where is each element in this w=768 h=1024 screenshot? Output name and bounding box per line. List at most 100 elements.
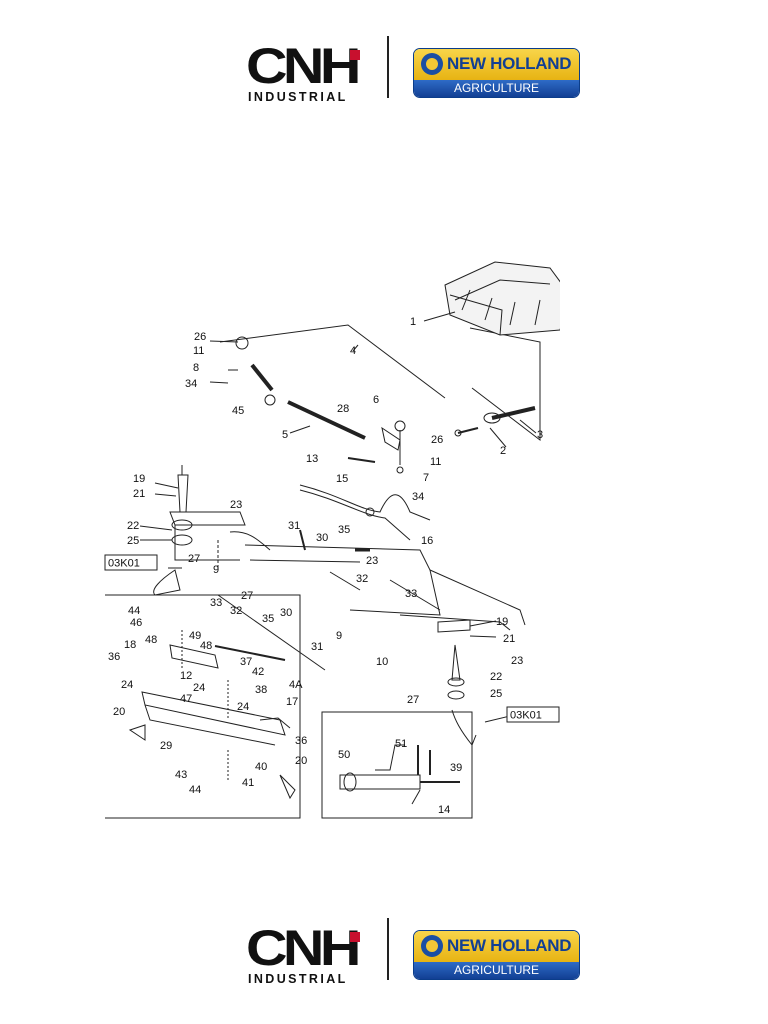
part-label-38: 38 bbox=[255, 684, 267, 696]
part-label-4a: 4A bbox=[289, 679, 303, 691]
part-label-7: 7 bbox=[423, 472, 429, 484]
cnh-logo-mark: CNH bbox=[246, 38, 361, 94]
part-label-18: 18 bbox=[124, 639, 136, 651]
part-label-35b: 35 bbox=[262, 613, 274, 625]
part-label-14: 14 bbox=[438, 804, 450, 816]
new-holland-logo-footer: NEW HOLLAND AGRICULTURE bbox=[413, 930, 580, 980]
leader-4 bbox=[352, 344, 359, 352]
ref-label-03k01-right: 03K01 bbox=[510, 710, 542, 722]
logo-divider bbox=[387, 36, 389, 98]
part-label-30a: 30 bbox=[316, 532, 328, 544]
logo-divider-footer bbox=[387, 918, 389, 980]
part-label-36b: 36 bbox=[295, 735, 307, 747]
header-logos: CNH INDUSTRIAL NEW HOLLAND AGRICULTURE bbox=[0, 30, 768, 120]
support-group-bracket bbox=[469, 327, 541, 442]
part-label-11a: 11 bbox=[193, 345, 204, 357]
part-label-5: 5 bbox=[282, 429, 288, 441]
part-label-25b: 25 bbox=[490, 688, 502, 700]
part-label-23a: 23 bbox=[230, 499, 242, 511]
part-label-27c: 27 bbox=[407, 694, 419, 706]
part-label-47: 47 bbox=[180, 693, 192, 705]
part-label-2: 2 bbox=[500, 445, 506, 457]
leader-5 bbox=[289, 425, 311, 434]
part-label-22a: 22 bbox=[127, 520, 139, 532]
part-label-48b: 48 bbox=[200, 640, 212, 652]
part-label-25a: 25 bbox=[127, 535, 139, 547]
new-holland-emblem-icon bbox=[421, 53, 443, 75]
part-label-32b: 32 bbox=[356, 573, 368, 585]
front-support-part bbox=[444, 261, 560, 336]
leader-03k01-right bbox=[484, 715, 511, 723]
leader-3 bbox=[519, 419, 537, 434]
part-label-34b: 34 bbox=[412, 491, 424, 503]
part-label-6: 6 bbox=[373, 394, 379, 406]
new-holland-subtitle-footer: AGRICULTURE bbox=[414, 962, 579, 979]
part-label-4: 4 bbox=[350, 345, 356, 357]
part-label-30b: 30 bbox=[280, 607, 292, 619]
tie-rod-group-bracket bbox=[219, 324, 446, 399]
part-label-10: 10 bbox=[376, 656, 388, 668]
new-holland-logo: NEW HOLLAND AGRICULTURE bbox=[413, 48, 580, 98]
part-label-26b: 26 bbox=[431, 434, 443, 446]
part-label-21b: 21 bbox=[503, 633, 515, 645]
part-label-9b: 9 bbox=[336, 630, 342, 642]
part-label-20a: 20 bbox=[113, 706, 125, 718]
axle-extension-part bbox=[128, 630, 296, 800]
part-label-12: 12 bbox=[180, 670, 192, 682]
leader-26 bbox=[209, 340, 239, 343]
part-label-49: 49 bbox=[189, 630, 201, 642]
part-label-39: 39 bbox=[450, 762, 462, 774]
left-inset-frame bbox=[105, 594, 301, 819]
part-label-44b: 44 bbox=[189, 784, 201, 796]
new-holland-name-footer: NEW HOLLAND bbox=[447, 936, 572, 955]
part-label-43: 43 bbox=[175, 769, 187, 781]
new-holland-subtitle: AGRICULTURE bbox=[414, 80, 579, 97]
leader-21 bbox=[154, 493, 177, 497]
part-label-23c: 23 bbox=[511, 655, 523, 667]
part-label-27b: 27 bbox=[241, 590, 253, 602]
part-label-45: 45 bbox=[232, 405, 244, 417]
part-label-26a: 26 bbox=[194, 331, 206, 343]
part-label-40: 40 bbox=[255, 761, 267, 773]
part-label-36a: 36 bbox=[108, 651, 120, 663]
part-label-32a: 32 bbox=[230, 605, 242, 617]
part-label-31a: 31 bbox=[288, 520, 300, 532]
part-label-9a: 9 bbox=[213, 564, 219, 576]
part-label-31b: 31 bbox=[311, 641, 323, 653]
hydraulic-pipes-part bbox=[299, 484, 431, 541]
leader-19 bbox=[154, 482, 179, 489]
leader-19-right bbox=[469, 620, 497, 627]
cylinder-inset-frame bbox=[321, 711, 473, 819]
part-label-33a: 33 bbox=[210, 597, 222, 609]
part-label-46: 46 bbox=[130, 617, 142, 629]
part-label-3: 3 bbox=[537, 429, 543, 441]
cnh-industrial-logo-footer: CNH INDUSTRIAL bbox=[246, 920, 364, 988]
leader-34 bbox=[209, 381, 229, 384]
part-label-27a: 27 bbox=[188, 553, 200, 565]
part-label-20b: 20 bbox=[295, 755, 307, 767]
cnh-logo-mark-footer: CNH bbox=[246, 920, 361, 976]
new-holland-name: NEW HOLLAND bbox=[447, 54, 572, 73]
cnh-logo-subtitle-footer: INDUSTRIAL bbox=[248, 972, 348, 986]
leader-14 bbox=[411, 789, 421, 805]
left-steering-knuckle-part bbox=[153, 465, 193, 596]
part-label-35a: 35 bbox=[338, 524, 350, 536]
right-steering-knuckle-part bbox=[437, 619, 477, 746]
part-label-24a: 24 bbox=[121, 679, 133, 691]
cnh-logo-subtitle: INDUSTRIAL bbox=[248, 90, 348, 104]
part-label-37: 37 bbox=[240, 656, 252, 668]
footer-logos: CNH INDUSTRIAL NEW HOLLAND AGRICULTURE bbox=[0, 912, 768, 1002]
part-label-22b: 22 bbox=[490, 671, 502, 683]
ref-box-03k01-right bbox=[506, 706, 560, 723]
leader-2 bbox=[489, 427, 507, 448]
part-label-51: 51 bbox=[395, 738, 407, 750]
part-label-42: 42 bbox=[252, 666, 264, 678]
part-label-33b: 33 bbox=[405, 588, 417, 600]
part-label-8: 8 bbox=[193, 362, 199, 374]
part-label-17: 17 bbox=[286, 696, 298, 708]
part-label-24b: 24 bbox=[193, 682, 205, 694]
cnh-red-square-icon-footer bbox=[350, 932, 360, 942]
pivot-pin-part bbox=[454, 406, 536, 437]
part-label-21a: 21 bbox=[133, 488, 145, 500]
part-label-13: 13 bbox=[306, 453, 318, 465]
